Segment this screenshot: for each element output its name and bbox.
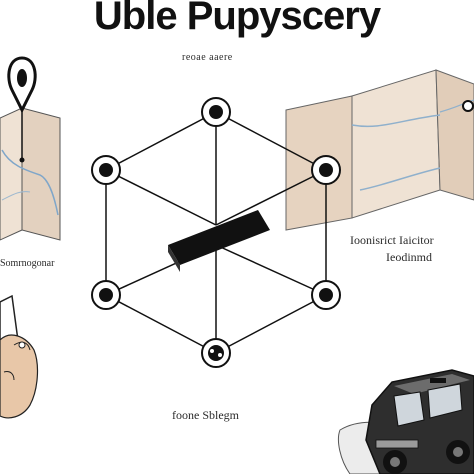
caption-bottom: foone Sblegm — [172, 408, 239, 422]
map-pin-icon — [7, 56, 37, 163]
network-node-left-lower — [91, 280, 121, 310]
network-node-left-upper — [91, 155, 121, 185]
network-node-right-upper — [311, 155, 341, 185]
network-node-bottom — [201, 338, 231, 368]
folded-map-icon — [0, 107, 61, 241]
page-title: Uble Pupyscery — [93, 0, 381, 38]
network-graph-icon — [91, 97, 341, 368]
caption-left: Somrnogonar — [0, 258, 55, 269]
caption-right-line-2: Ieodinmd — [386, 250, 432, 264]
caption-right-line-1: Ioonisrict Iaicitor — [350, 233, 434, 247]
car-icon — [337, 369, 474, 474]
caption-top: reoae aaere — [182, 52, 233, 63]
network-node-right-lower — [311, 280, 341, 310]
hand-holding-phone-icon — [0, 294, 39, 419]
network-node-top — [201, 97, 231, 127]
folded-map-icon — [285, 69, 474, 231]
